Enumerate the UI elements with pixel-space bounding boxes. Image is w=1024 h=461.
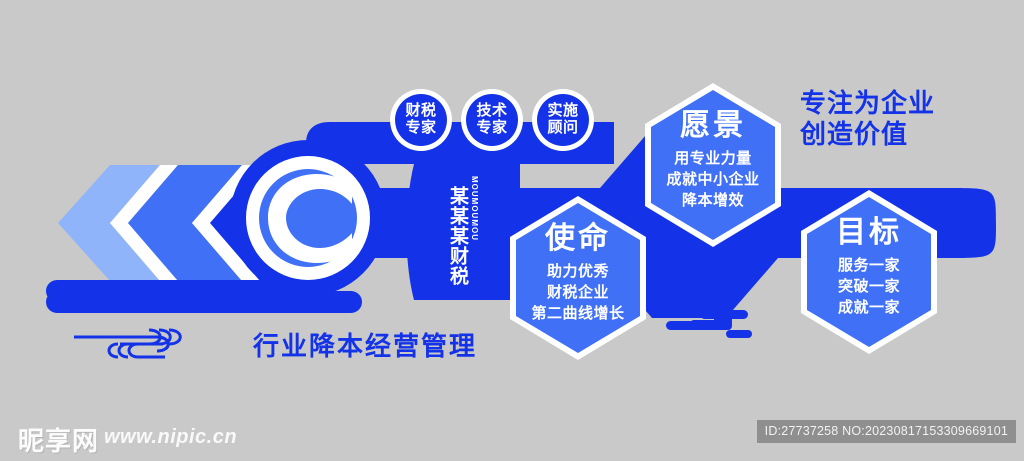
vertical-brand-pinyin: MOUMOUMOU <box>470 176 479 241</box>
hexagon-goal-lines: 服务一家 突破一家 成就一家 <box>799 255 939 318</box>
badge-1-line-1: 财税 <box>405 102 437 119</box>
hexagon-goal-title: 目标 <box>836 216 902 249</box>
watermark-logo: 昵享网 <box>18 426 100 456</box>
goal-line-3: 成就一家 <box>837 299 900 316</box>
vision-line-2: 成就中小企业 <box>666 171 760 188</box>
goal-line-2: 突破一家 <box>837 278 900 295</box>
headline-line-2: 创造价值 <box>800 119 909 149</box>
chevron-mid-icon <box>128 165 242 281</box>
hexagon-vision-lines: 用专业力量 成就中小企业 降本增效 <box>643 148 783 211</box>
bottom-slogan: 行业降本经营管理 <box>253 331 478 361</box>
hexagon-goal[interactable] <box>801 190 937 354</box>
mission-line-2: 财税企业 <box>546 284 609 301</box>
hexagon-mission-title: 使命 <box>545 222 611 255</box>
badge-3-line-2: 顾问 <box>547 119 579 136</box>
mission-line-3: 第二曲线增长 <box>531 305 625 322</box>
badge-2-line-2: 专家 <box>476 119 508 136</box>
hexagon-vision-title: 愿景 <box>680 109 746 142</box>
badge-circle-3[interactable] <box>537 94 589 146</box>
headline-line-1: 专注为企业 <box>800 88 936 118</box>
chevron-pale-icon <box>58 165 160 281</box>
badge-3-line-1: 实施 <box>547 102 579 119</box>
watermark-url: www.nipic.cn <box>104 426 238 448</box>
company-c-logo <box>46 140 386 302</box>
goal-line-1: 服务一家 <box>837 257 900 274</box>
cloud-line-flourish-icon <box>74 328 182 359</box>
badge-label-1: 财税 专家 <box>389 102 453 136</box>
badge-circle-2[interactable] <box>466 94 518 146</box>
vision-line-3: 降本增效 <box>681 192 744 209</box>
mission-line-1: 助力优秀 <box>546 263 609 280</box>
main-band <box>300 128 996 318</box>
vertical-brand-name: 某某某财税 <box>447 186 468 286</box>
vision-line-1: 用专业力量 <box>674 150 752 167</box>
badge-circle-1[interactable] <box>395 94 447 146</box>
hexagon-mission-lines: 助力优秀 财税企业 第二曲线增长 <box>508 261 648 324</box>
chevron-white-2-icon <box>192 165 260 281</box>
badge-1-line-2: 专家 <box>405 119 437 136</box>
badge-label-3: 实施 顾问 <box>531 102 595 136</box>
image-id-badge: ID:27737258 NO:20230817153309669101 <box>756 420 1016 443</box>
chevron-white-1-icon <box>110 165 178 281</box>
badge-circles-group <box>390 89 594 151</box>
hexagon-mission[interactable] <box>510 196 646 360</box>
headline: 专注为企业 创造价值 <box>800 88 935 150</box>
vertical-brand-panel <box>406 164 520 300</box>
cloud-bars-icon <box>666 300 752 338</box>
badge-2-line-1: 技术 <box>476 102 508 119</box>
badge-label-2: 技术 专家 <box>460 102 524 136</box>
hexagon-vision[interactable] <box>645 83 781 247</box>
